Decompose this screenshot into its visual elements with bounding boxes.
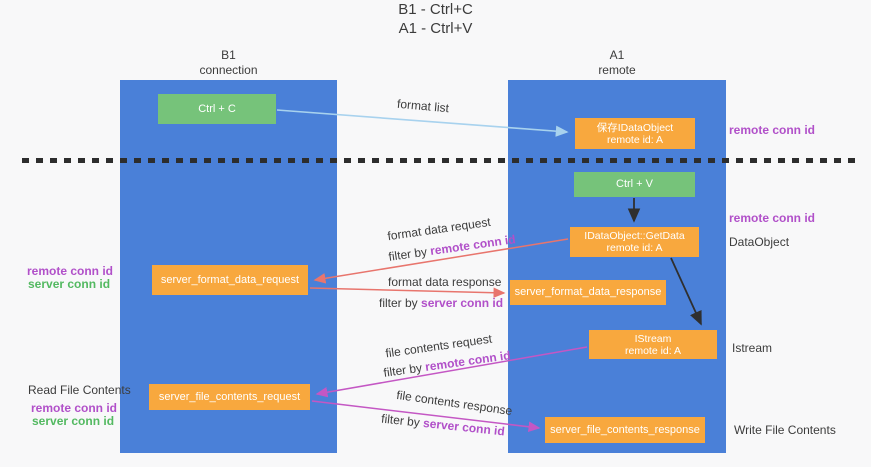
ctrl-c-label: Ctrl + C <box>198 102 236 115</box>
idataobject-getdata-node: IDataObject::GetData remote id: A <box>570 227 699 257</box>
file-contents-response-filter-label: filter by server conn id <box>380 411 506 439</box>
format-list-edge-label: format list <box>396 96 450 116</box>
format-data-response-edge-label: format data response <box>388 275 502 289</box>
save-idataobject-label: 保存IDataObject <box>596 121 674 134</box>
istream-remote-id: remote id: A <box>624 344 682 357</box>
server-file-contents-request-node: server_file_contents_request <box>149 384 310 410</box>
istream-label: IStream <box>634 332 672 345</box>
right-column-name: A1 <box>609 48 625 62</box>
save-idataobject-node: 保存IDataObject remote id: A <box>575 118 695 149</box>
right-column-subtitle: remote <box>598 63 636 77</box>
diagram-title: B1 - Ctrl+C A1 - Ctrl+V <box>0 0 871 38</box>
server-file-contents-response-node: server_file_contents_response <box>545 417 705 443</box>
right-remote-conn-id-label-2: remote conn id <box>729 211 816 225</box>
format-data-response-filter-label: filter by server conn id <box>379 296 504 310</box>
left-server-conn-id-label-2: server conn id <box>32 414 115 428</box>
save-idataobject-remote-id: remote id: A <box>606 133 664 146</box>
server-file-contents-response-label: server_file_contents_response <box>550 423 700 436</box>
server-file-contents-request-label: server_file_contents_request <box>158 390 301 403</box>
left-column-name: B1 <box>221 48 236 62</box>
left-column-subtitle: connection <box>199 63 258 77</box>
server-format-data-request-node: server_format_data_request <box>152 265 308 295</box>
ctrl-v-label: Ctrl + V <box>616 178 653 190</box>
file-contents-response-edge-label: file contents response <box>395 387 514 419</box>
left-column-header: B1 connection <box>120 48 337 78</box>
write-file-contents-label: Write File Contents <box>734 423 836 437</box>
left-remote-conn-id-label-1: remote conn id <box>27 264 114 278</box>
left-remote-conn-id-label-2: remote conn id <box>31 401 118 415</box>
left-server-conn-id-label-1: server conn id <box>28 277 111 291</box>
title-line-2: A1 - Ctrl+V <box>398 20 473 37</box>
right-remote-conn-id-label-1: remote conn id <box>729 123 816 137</box>
ctrl-v-node: Ctrl + V <box>574 172 695 197</box>
dataobject-label: DataObject <box>729 235 790 249</box>
getdata-label: IDataObject::GetData <box>584 230 685 242</box>
copy-paste-separator-line <box>22 158 860 163</box>
ctrl-c-node: Ctrl + C <box>158 94 276 124</box>
title-line-1: B1 - Ctrl+C <box>398 1 473 18</box>
server-format-data-response-label: server_format_data_response <box>514 286 662 298</box>
read-file-contents-label: Read File Contents <box>28 383 131 397</box>
istream-node: IStream remote id: A <box>589 330 717 359</box>
right-column-header: A1 remote <box>508 48 726 78</box>
server-format-data-request-label: server_format_data_request <box>160 273 300 286</box>
getdata-remote-id: remote id: A <box>606 242 663 254</box>
server-format-data-response-node: server_format_data_response <box>510 280 666 305</box>
istream-side-label: Istream <box>732 341 773 355</box>
